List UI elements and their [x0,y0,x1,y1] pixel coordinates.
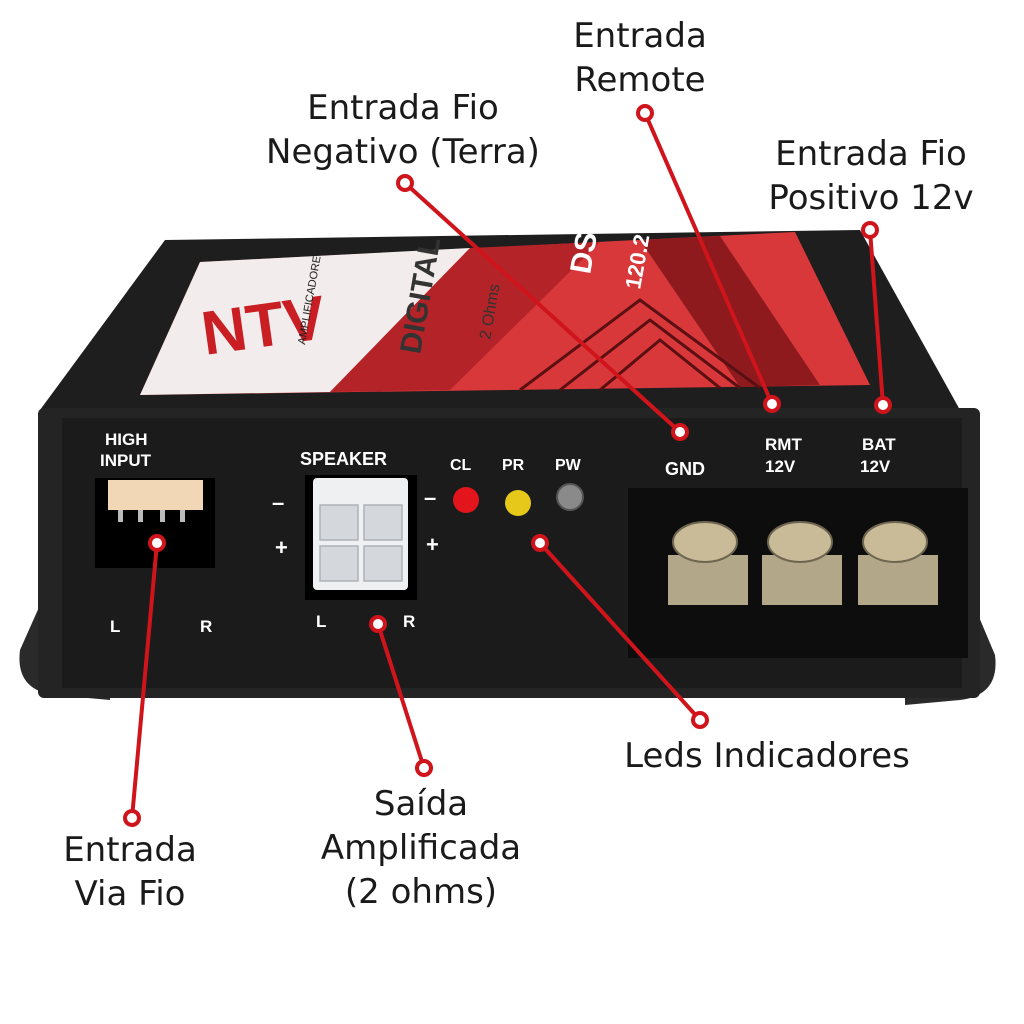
callout-remote: Entrada Remote [560,14,720,102]
label-model-a: DS [564,229,604,276]
led-pr-label: PR [502,457,525,474]
high-input-right: R [200,617,212,636]
speaker-plus-left: + [275,535,288,560]
speaker-left: L [316,612,326,631]
callout-saida-line-2: Amplificada [320,828,522,868]
callout-leds-line-1: Leds Indicadores [624,736,910,776]
led-cl-label: CL [450,457,472,474]
led-pw [556,483,584,511]
callout-negativo-line-2: Negativo (Terra) [266,132,540,172]
high-input-pins [118,510,185,522]
led-pw-label: PW [555,457,582,474]
gnd-label: GND [665,459,705,479]
speaker-connector-cells [319,504,403,582]
high-input-left: L [110,617,120,636]
label-white-panel [140,248,470,395]
callout-via-fio: Entrada Via Fio [50,828,210,916]
high-input-plug [108,480,203,510]
speaker-label: SPEAKER [300,449,387,469]
callout-positivo-line-1: Entrada Fio [775,134,967,174]
speaker-minus-right: – [424,485,436,510]
label-stripe-1 [330,242,600,392]
callout-positivo: Entrada Fio Positivo 12v [760,132,982,220]
rmt-label-1: RMT [765,435,802,454]
bat-label-2: 12V [860,457,891,476]
high-input-label-1: HIGH [105,430,148,449]
callout-negativo: Entrada Fio Negativo (Terra) [262,86,544,174]
callout-leaders [130,112,885,819]
callout-saida-line-3: (2 ohms) [344,872,498,912]
high-input-label-2: INPUT [100,451,152,470]
callout-via-fio-line-1: Entrada [63,830,197,870]
callout-dots [123,104,892,827]
rmt-label-2: 12V [765,457,796,476]
callout-leds: Leds Indicadores [612,734,922,778]
speaker-plus-right: + [426,532,439,557]
led-cl [453,487,479,513]
terminal-screws [668,521,938,605]
label-lines [519,298,761,392]
callout-saida: Saída Amplificada (2 ohms) [306,782,536,914]
bat-label-1: BAT [862,435,896,454]
callout-positivo-line-2: Positivo 12v [768,178,974,218]
label-brand: NTV [197,283,329,369]
callout-remote-line-2: Remote [574,60,706,100]
led-pr [505,490,531,516]
speaker-right: R [403,612,415,631]
callout-saida-line-1: Saída [373,784,469,824]
callout-via-fio-line-2: Via Fio [74,874,186,914]
callout-negativo-line-1: Entrada Fio [307,88,499,128]
callout-remote-line-1: Entrada [573,16,707,56]
speaker-minus-left: – [272,490,284,515]
